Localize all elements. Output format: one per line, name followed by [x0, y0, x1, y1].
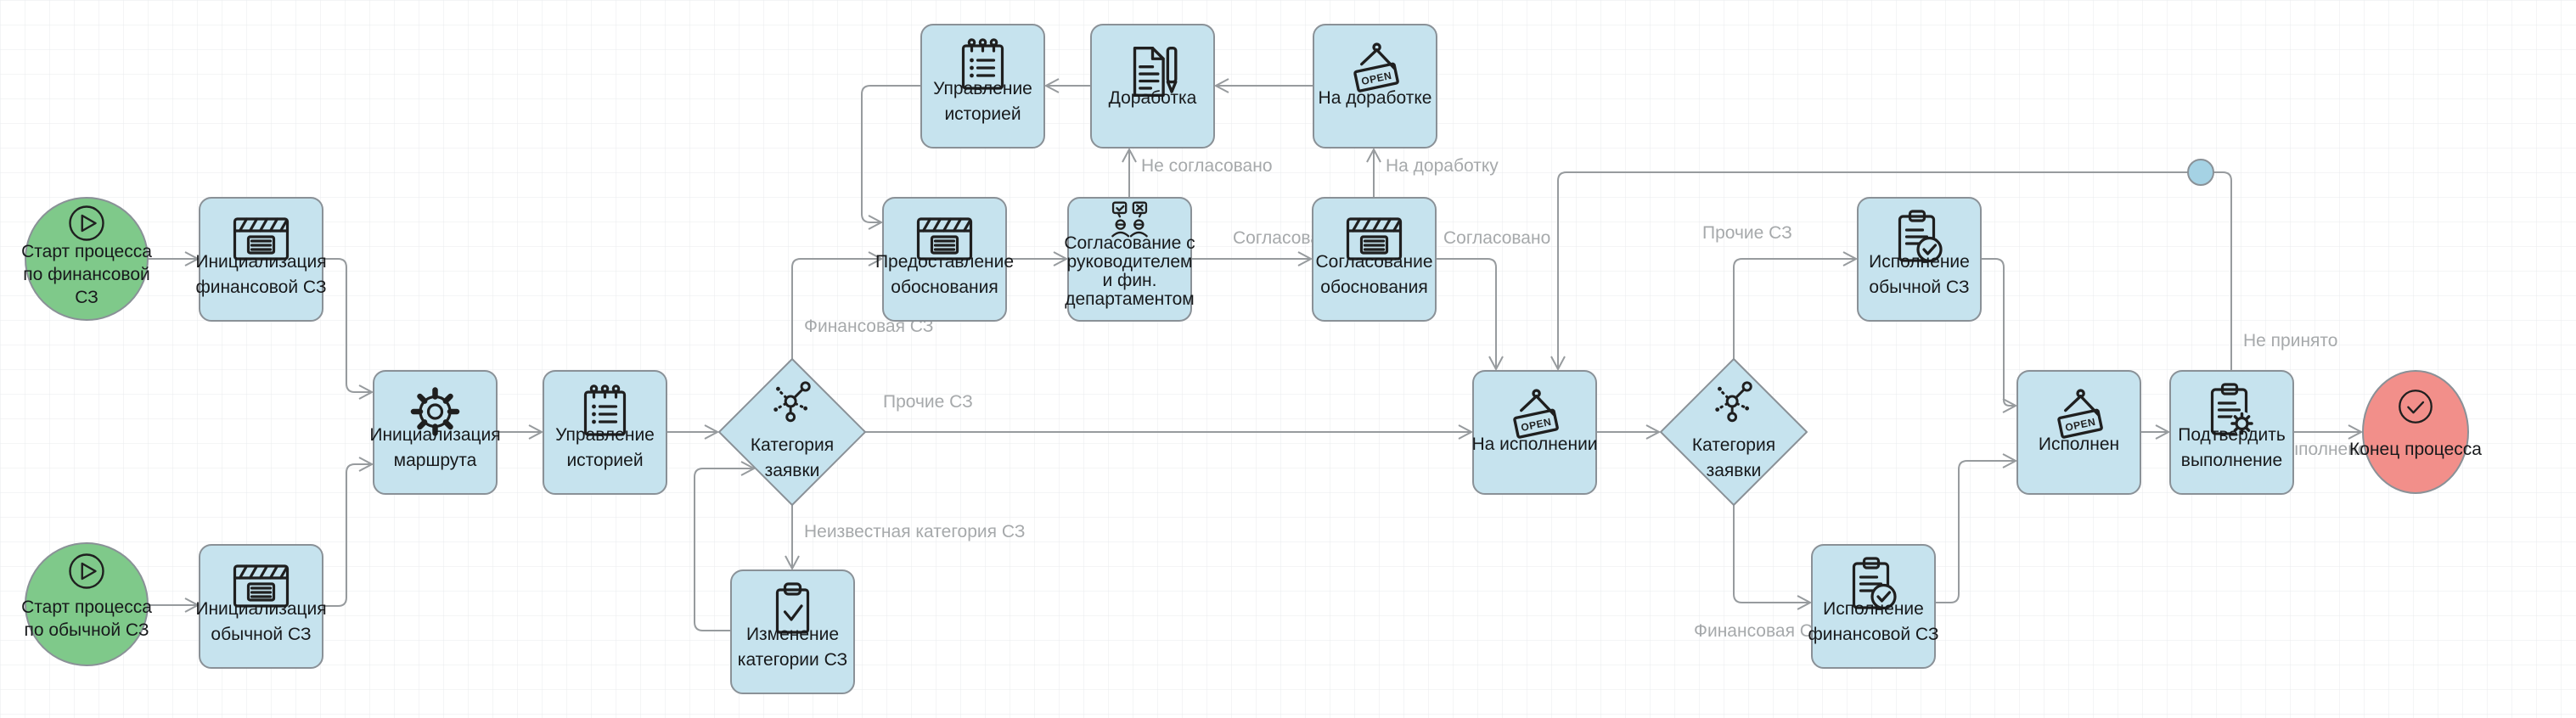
node-rework[interactable]: Доработка [1090, 24, 1215, 149]
edge-confirm-completion-to-in-execution[interactable] [1558, 171, 2232, 371]
edge-approval-justification-to-in-execution[interactable] [1436, 258, 1496, 369]
edge-label-confirm-completion-to-end: Выполнено [2274, 440, 2368, 459]
edge-label-gateway-1-to-in-execution: Прочие СЗ [883, 392, 973, 412]
edge-label-approval-justification-to-on-rework: На доработку [1386, 156, 1499, 176]
node-on-rework[interactable]: На доработке [1313, 24, 1437, 149]
edge-labels-layer: Финансовая СЗ Прочие СЗ Неизвестная катего… [804, 156, 2368, 641]
node-link-dot[interactable] [2187, 159, 2214, 186]
edge-change-category-to-gateway-1[interactable] [694, 468, 754, 631]
in-execution-label: На исполнении [1471, 435, 1597, 454]
edge-gateway-1-to-provide-justification[interactable] [791, 259, 881, 359]
executed-label: Исполнен [2039, 435, 2119, 454]
edges-layer [148, 86, 2361, 631]
edge-exec-financial-to-executed[interactable] [1935, 461, 2016, 603]
node-executed[interactable]: Исполнен [2016, 370, 2141, 495]
edge-init-regular-to-route-init[interactable] [323, 464, 372, 607]
edge-label-confirm-completion-to-in-execution: Не принято [2243, 331, 2338, 351]
edge-label-approval-managers-to-rework: Не согласовано [1141, 156, 1273, 176]
edge-label-gateway-2-to-exec-regular: Прочие СЗ [1702, 223, 1792, 243]
edge-exec-regular-to-executed[interactable] [1981, 258, 2016, 406]
edge-label-gateway-2-to-exec-financial: Финансовая СЗ [1694, 621, 1823, 641]
on-rework-label: На доработке [1319, 88, 1432, 108]
node-in-execution[interactable]: На исполнении [1471, 370, 1598, 495]
edge-gateway-2-to-exec-regular[interactable] [1733, 259, 1856, 359]
end-process-label: Конец процесса [2349, 440, 2482, 459]
edge-label-gateway-1-to-change-category: Неизвестная категория СЗ [804, 522, 1025, 541]
rework-label: Доработка [1109, 88, 1197, 108]
edge-gateway-2-to-exec-financial[interactable] [1733, 505, 1810, 603]
edge-init-financial-to-route-init[interactable] [323, 258, 372, 392]
node-end-process[interactable]: Конец процесса [2349, 370, 2482, 494]
edge-history-top-to-provide-justification[interactable] [861, 85, 921, 222]
edge-label-approval-justification-to-in-execution: Согласовано [1443, 228, 1550, 248]
